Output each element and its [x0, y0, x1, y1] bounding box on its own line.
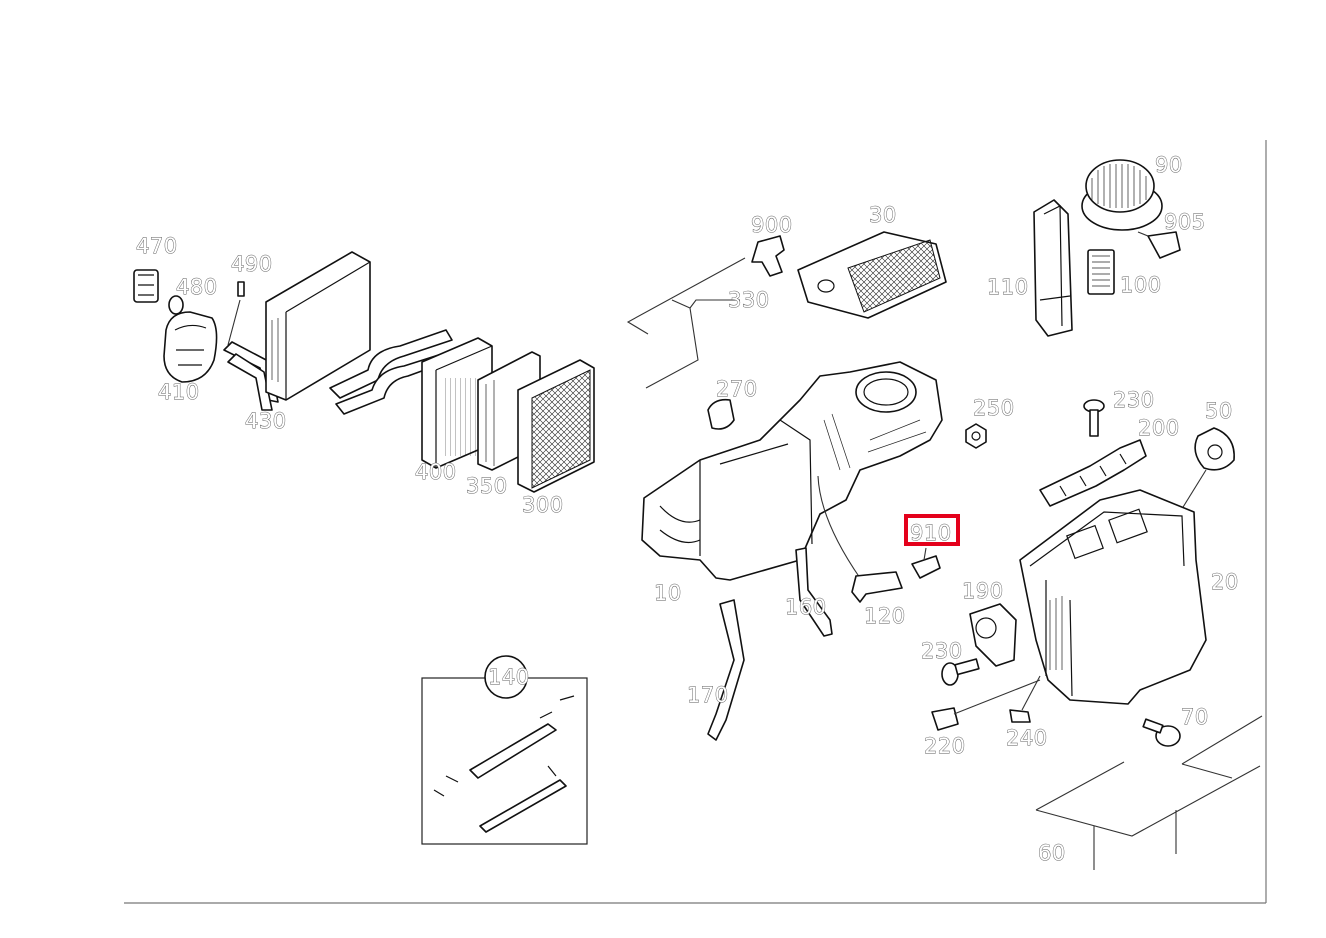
- part-100-resistor[interactable]: [1087, 249, 1115, 295]
- label-470[interactable]: 470: [136, 234, 178, 259]
- label-100[interactable]: 100: [1120, 273, 1162, 298]
- part-110-duct[interactable]: [1033, 199, 1073, 337]
- label-70[interactable]: 70: [1181, 705, 1209, 730]
- part-70-screw[interactable]: [1142, 718, 1181, 747]
- part-30-housing[interactable]: [797, 231, 947, 319]
- label-20[interactable]: 20: [1211, 570, 1239, 595]
- part-cable: [817, 475, 861, 579]
- label-170[interactable]: 170: [687, 683, 729, 708]
- part-330-harness[interactable]: [626, 257, 746, 389]
- part-480-ring[interactable]: [168, 295, 184, 315]
- label-10[interactable]: 10: [654, 581, 682, 606]
- part-heater-core[interactable]: [265, 251, 371, 401]
- part-490-screw[interactable]: [227, 281, 245, 346]
- label-30[interactable]: 30: [869, 203, 897, 228]
- label-905[interactable]: 905: [1164, 210, 1206, 235]
- label-270[interactable]: 270: [716, 377, 758, 402]
- highlight-box-910: [904, 514, 960, 546]
- part-230-screw-top[interactable]: [1083, 399, 1105, 437]
- label-910[interactable]: 910: [910, 521, 952, 546]
- part-190-actuator[interactable]: [969, 603, 1017, 667]
- label-250[interactable]: 250: [973, 396, 1015, 421]
- part-900-connector[interactable]: [751, 235, 785, 277]
- label-110[interactable]: 110: [987, 275, 1029, 300]
- label-200[interactable]: 200: [1138, 416, 1180, 441]
- part-90-blower[interactable]: [1081, 159, 1163, 231]
- part-300-core[interactable]: [517, 359, 595, 493]
- part-270-cap[interactable]: [707, 398, 735, 430]
- part-410-cover[interactable]: [163, 311, 218, 383]
- part-labels: 470 480 490 410 430 400 350 300 900 30 3…: [136, 153, 1239, 866]
- label-430[interactable]: 430: [245, 409, 287, 434]
- part-120-sensor[interactable]: [851, 571, 903, 603]
- part-60-harness[interactable]: [1035, 715, 1263, 870]
- diagram-frame: [124, 140, 1267, 904]
- label-190[interactable]: 190: [962, 579, 1004, 604]
- label-490[interactable]: 490: [231, 252, 273, 277]
- part-910-clip[interactable]: [911, 547, 941, 579]
- part-200-bracket[interactable]: [1039, 439, 1147, 507]
- part-140-inset[interactable]: [421, 655, 588, 845]
- label-900[interactable]: 900: [751, 213, 793, 238]
- label-410[interactable]: 410: [158, 380, 200, 405]
- part-160-hose[interactable]: [795, 547, 833, 637]
- label-350[interactable]: 350: [466, 474, 508, 499]
- part-905-pad[interactable]: [1137, 231, 1181, 259]
- label-300[interactable]: 300: [522, 493, 564, 518]
- label-60[interactable]: 60: [1038, 841, 1066, 866]
- label-230-top[interactable]: 230: [1113, 388, 1155, 413]
- label-480[interactable]: 480: [176, 275, 218, 300]
- part-50-plate[interactable]: [1179, 427, 1235, 513]
- part-230-screw-bottom[interactable]: [941, 658, 980, 686]
- part-220-plug[interactable]: [931, 679, 1041, 731]
- label-400[interactable]: 400: [415, 460, 457, 485]
- label-120[interactable]: 120: [864, 604, 906, 629]
- label-140[interactable]: 140: [488, 665, 530, 690]
- part-400-frame[interactable]: [421, 337, 493, 469]
- label-160[interactable]: 160: [785, 595, 827, 620]
- label-90[interactable]: 90: [1155, 153, 1183, 178]
- part-250-nut[interactable]: [965, 423, 987, 449]
- label-240[interactable]: 240: [1006, 726, 1048, 751]
- label-50[interactable]: 50: [1205, 399, 1233, 424]
- part-10-housing[interactable]: [641, 361, 943, 581]
- label-230-bottom[interactable]: 230: [921, 639, 963, 664]
- label-330[interactable]: 330: [728, 288, 770, 313]
- part-170-hose[interactable]: [707, 599, 745, 741]
- part-240-clip[interactable]: [1009, 675, 1041, 723]
- part-20-housing[interactable]: [1019, 489, 1207, 705]
- label-220[interactable]: 220: [924, 734, 966, 759]
- part-470-clip[interactable]: [133, 269, 159, 303]
